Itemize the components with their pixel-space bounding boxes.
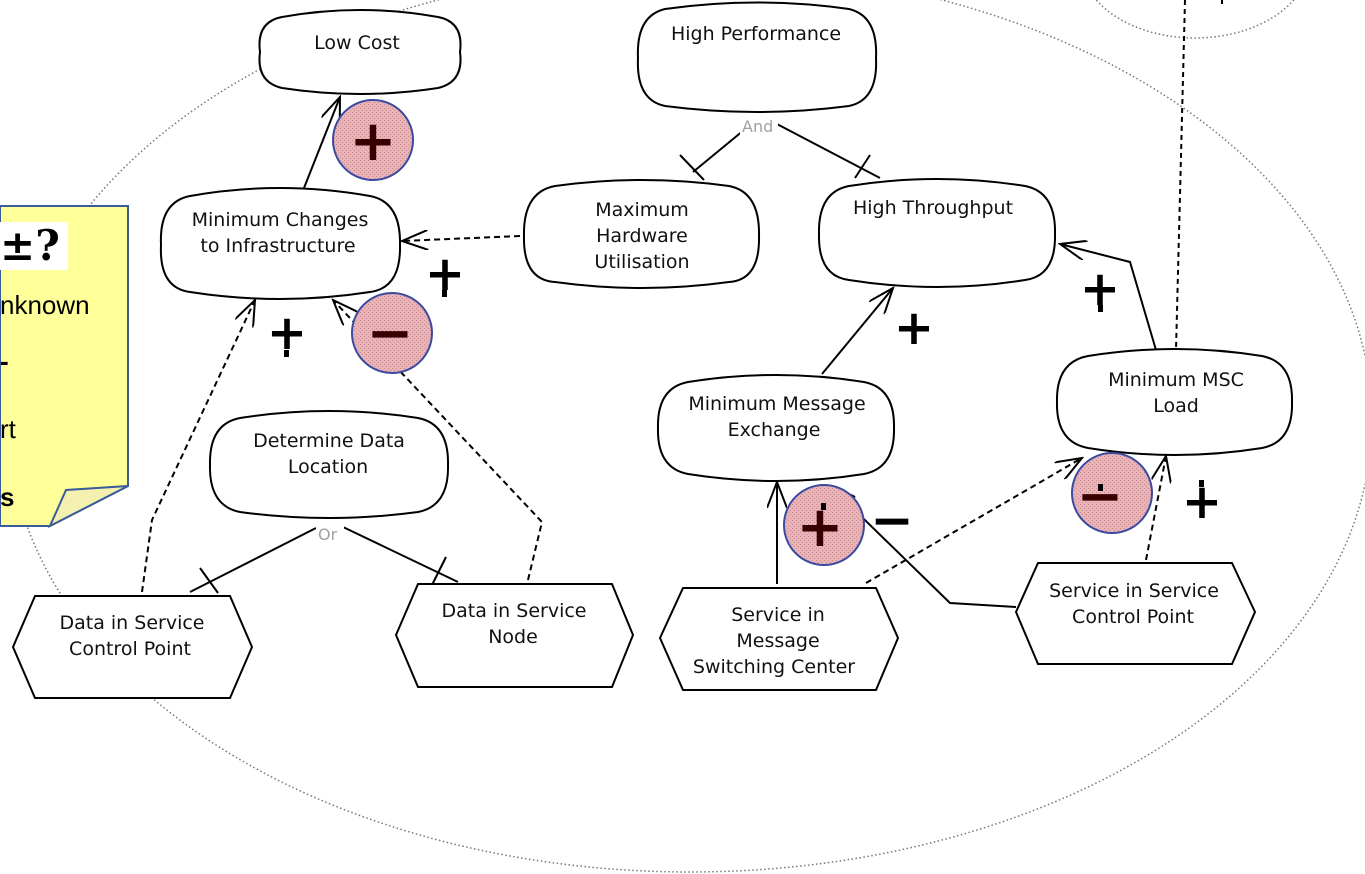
or-tick-left <box>199 567 219 594</box>
label-svc-scp-2: Control Point <box>1072 606 1194 628</box>
label-min-msg-1: Minimum Message <box>688 393 865 415</box>
softgoal-determine-data <box>208 410 450 519</box>
link-datasn-minchanges <box>333 300 544 581</box>
label-svc-msc-1: Service in <box>731 604 825 626</box>
link-svcscp-minmsc <box>1145 456 1166 561</box>
link-minmsc-throughput <box>1060 244 1157 351</box>
link-minchanges-lowcost <box>303 97 340 189</box>
legend-symbol: ±? <box>0 222 68 270</box>
contrib-plus-lowcost: + <box>350 109 397 174</box>
legend-note-fold <box>47 485 129 529</box>
softgoal-min-changes <box>159 187 402 300</box>
link-minmsg-throughput <box>821 288 893 375</box>
and-tick-right <box>854 154 871 179</box>
or-link-scp <box>189 527 317 593</box>
highlight-circle-minchanges <box>351 292 433 374</box>
label-data-sn-1: Data in Service <box>442 600 587 622</box>
and-link-throughput <box>774 122 881 179</box>
label-min-msg-2: Exchange <box>728 419 821 441</box>
legend-line-4: s <box>0 482 15 512</box>
and-label: And <box>742 117 773 136</box>
softgoal-low-cost <box>258 9 462 95</box>
label-max-hw-1: Maximum <box>595 199 689 221</box>
actor-boundary-top-right <box>1095 0 1295 39</box>
contrib-plus-minmsg-throughput: + <box>894 300 934 356</box>
label-high-performance: High Performance <box>671 23 841 45</box>
label-high-throughput: High Throughput <box>853 197 1013 219</box>
task-service-msc <box>658 587 900 691</box>
link-svcscp-minmsg <box>830 486 1017 608</box>
label-min-msc-1: Minimum MSC <box>1108 369 1244 391</box>
label-det-data-2: Location <box>288 456 368 478</box>
softgoal-min-msc <box>1055 348 1294 456</box>
link-maxhw-minchanges <box>402 236 521 241</box>
or-tick-right <box>431 556 447 586</box>
label-data-sn-2: Node <box>488 626 538 648</box>
contrib-minus-minmsc: − <box>1077 464 1124 529</box>
softgoal-min-message <box>656 374 896 482</box>
and-link-maxhw <box>692 129 745 173</box>
label-data-scp-1: Data in Service <box>60 612 205 634</box>
label-low-cost: Low Cost <box>314 32 400 54</box>
highlight-circle-minmsg <box>783 484 865 566</box>
legend-line-unknown: nknown <box>0 290 90 320</box>
label-min-changes-1: Minimum Changes <box>192 209 369 231</box>
softgoal-max-hardware <box>522 179 761 289</box>
contrib-minus-minchanges: − <box>367 301 414 366</box>
softgoal-high-performance <box>636 1 878 113</box>
label-min-changes-2: to Infrastructure <box>200 235 355 257</box>
task-data-scp <box>11 595 254 699</box>
or-label: Or <box>318 525 338 544</box>
link-svcmsc-minmsc <box>865 458 1082 584</box>
label-det-data-1: Determine Data <box>253 430 405 452</box>
task-data-sn <box>394 583 635 688</box>
label-max-hw-3: Utilisation <box>594 251 689 273</box>
label-svc-scp-1: Service in Service <box>1049 580 1219 602</box>
label-svc-msc-2: Message <box>736 630 819 652</box>
label-data-scp-2: Control Point <box>69 638 191 660</box>
label-max-hw-2: Hardware <box>596 225 688 247</box>
contrib-plus-minmsg: + <box>797 495 844 560</box>
label-min-msc-2: Load <box>1153 395 1199 417</box>
legend-line-2: - <box>0 346 9 376</box>
softgoal-high-throughput <box>817 178 1057 288</box>
task-service-scp <box>1014 562 1257 665</box>
or-link-sn <box>342 526 459 583</box>
and-tick-left <box>679 154 705 181</box>
label-svc-msc-3: Switching Center <box>693 656 855 678</box>
dashed-external-link <box>1175 0 1186 351</box>
legend-note: ±? nknown - rt s <box>0 206 128 526</box>
link-datascp-minchanges <box>141 300 255 593</box>
legend-line-3: rt <box>0 414 16 444</box>
highlight-circle-minmsc <box>1071 452 1153 534</box>
contrib-minus-svcscp-minmsg: − <box>870 491 914 551</box>
highlight-circle-lowcost <box>332 99 414 181</box>
